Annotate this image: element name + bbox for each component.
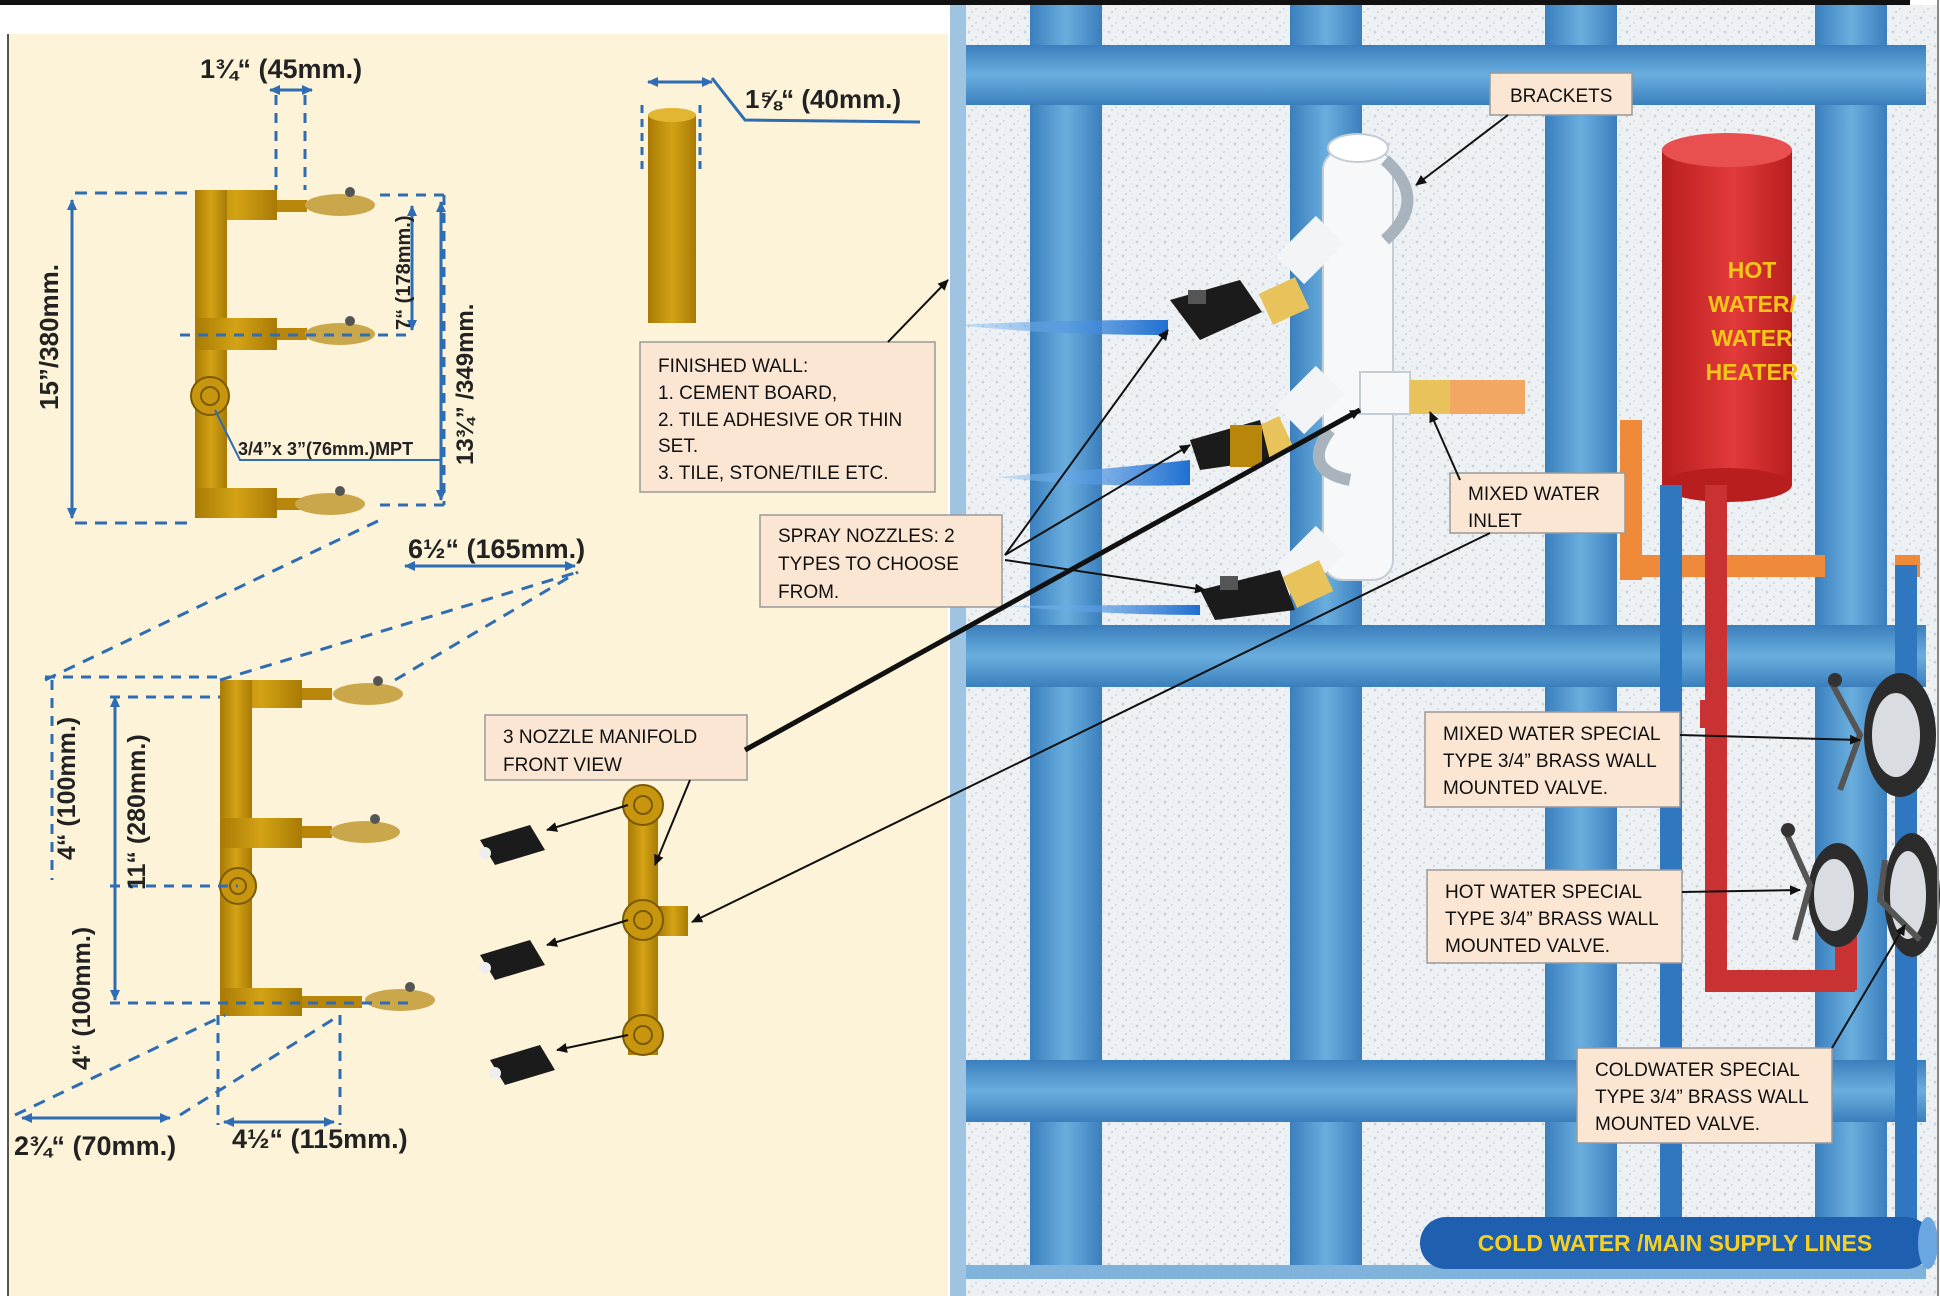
spray-nozzles-line-3: FROM. (778, 582, 839, 603)
finished-wall-line-4: SET. (658, 436, 698, 457)
side-nozzle-2 (277, 316, 375, 345)
dim-inner-height: 13¾” /349mm. (452, 304, 479, 465)
wall-valves (1781, 673, 1940, 957)
nozzle-bottom (1200, 570, 1295, 620)
mixed-pipe-vertical (1620, 420, 1642, 580)
front-nozzle-icons (479, 825, 555, 1085)
cold-valve (1876, 833, 1940, 957)
cold-supply-label: COLD WATER /MAIN SUPPLY LINES (1478, 1230, 1872, 1256)
dim-width-bottom: 4½“ (115mm.) (232, 1124, 408, 1154)
water-heater: HOT WATER/ WATER HEATER (1662, 133, 1799, 502)
dimension-texts: 1¾“ (45mm.) 1⅝“ (40mm.) 15”/380mm. 7“ (1… (14, 54, 901, 1161)
mixed-valve-line-1: MIXED WATER SPECIAL (1443, 724, 1660, 745)
hot-valve-line-1: HOT WATER SPECIAL (1445, 882, 1642, 903)
side-nozzle-3 (277, 486, 365, 515)
brackets-label: BRACKETS (1510, 86, 1612, 107)
dim-top-width: 1¾“ (45mm.) (200, 54, 362, 84)
dim-total-height: 15”/380mm. (34, 264, 64, 410)
hot-pipe (1705, 485, 1727, 990)
finished-wall-line-3: 2. TILE ADHESIVE OR THIN (658, 410, 902, 431)
dim-span-280: 11“ (280mm.) (123, 734, 151, 890)
front-nozzle-2 (479, 940, 545, 980)
callout-spray-nozzles: SPRAY NOZZLES: 2 TYPES TO CHOOSE FROM. (759, 514, 1003, 608)
callout-cold-valve: COLDWATER SPECIAL TYPE 3/4” BRASS WALL M… (1576, 1047, 1833, 1144)
heater-label-line-2: WATER/ (1708, 291, 1796, 317)
mixed-valve-line-3: MOUNTED VALVE. (1443, 778, 1608, 799)
front-nozzle-1 (479, 825, 545, 865)
cold-valve-line-2: TYPE 3/4” BRASS WALL (1595, 1087, 1809, 1108)
middle-rail (966, 625, 1926, 687)
side-nozzle-1 (277, 187, 375, 216)
finished-wall-line-2: 1. CEMENT BOARD, (658, 383, 837, 404)
nozzle-top (1170, 280, 1262, 340)
callout-mixed-inlet: MIXED WATER INLET (1449, 472, 1626, 534)
heater-label-line-1: HOT (1728, 257, 1777, 283)
dimension-lines-top (67, 85, 446, 525)
heater-label-line-4: HEATER (1706, 359, 1799, 385)
lower-side-manifold (219, 676, 435, 1016)
manifold-front-line-1: 3 NOZZLE MANIFOLD (503, 727, 697, 748)
dim-pipe-width: 1⅝“ (40mm.) (745, 84, 901, 114)
finished-wall-line-5: 3. TILE, STONE/TILE ETC. (658, 463, 889, 484)
pipe-section (640, 77, 921, 323)
leader-arrows (546, 114, 1906, 1053)
dim-depth-bottom: 2¾“ (70mm.) (14, 1131, 176, 1161)
finished-wall-line-1: FINISHED WALL: (658, 356, 808, 377)
lower-nozzle-2 (302, 814, 400, 843)
dim-offset-lower: 4“ (100mm.) (68, 927, 96, 1070)
mixed-inlet-line-2: INLET (1468, 511, 1522, 532)
front-view-manifold (622, 784, 688, 1056)
callout-manifold-front: 3 NOZZLE MANIFOLD FRONT VIEW (484, 714, 748, 781)
callout-hot-valve: HOT WATER SPECIAL TYPE 3/4” BRASS WALL M… (1426, 869, 1683, 964)
dim-offset-upper: 4“ (100mm.) (53, 717, 81, 860)
mixed-valve-line-2: TYPE 3/4” BRASS WALL (1443, 751, 1657, 772)
lower-nozzle-1 (302, 676, 403, 705)
cold-valve-line-1: COLDWATER SPECIAL (1595, 1060, 1800, 1081)
hot-valve-line-2: TYPE 3/4” BRASS WALL (1445, 909, 1659, 930)
wall-nozzles (1170, 277, 1334, 620)
left-panel (8, 34, 948, 1296)
callout-finished-wall: FINISHED WALL: 1. CEMENT BOARD, 2. TILE … (639, 341, 936, 493)
side-view-manifold (190, 187, 375, 518)
mixed-inlet-line-1: MIXED WATER (1468, 484, 1600, 505)
hot-valve-line-3: MOUNTED VALVE. (1445, 936, 1610, 957)
bracket-upper (1380, 155, 1414, 245)
water-sprays (955, 320, 1200, 615)
dim-nozzle-span: 7“ (178mm.) (393, 216, 415, 331)
cold-valve-line-3: MOUNTED VALVE. (1595, 1114, 1760, 1135)
front-nozzle-3 (489, 1045, 555, 1085)
callout-brackets: BRACKETS (1489, 72, 1633, 116)
dimension-lines-lower (14, 518, 579, 1127)
top-plate (966, 45, 1926, 105)
mixed-valve (1827, 673, 1936, 797)
nozzle-middle (1190, 420, 1270, 470)
wall-manifold (1275, 133, 1525, 595)
bracket-lower (1312, 426, 1352, 486)
spray-nozzles-line-2: TYPES TO CHOOSE (778, 554, 959, 575)
top-border (0, 0, 1910, 5)
dim-depth-top: 6½“ (165mm.) (408, 534, 585, 564)
inlet-tee (1359, 371, 1411, 415)
manifold-front-line-2: FRONT VIEW (503, 755, 622, 776)
callout-mixed-valve: MIXED WATER SPECIAL TYPE 3/4” BRASS WALL… (1424, 711, 1681, 808)
manifold-body (1322, 149, 1394, 581)
cold-supply-bar: COLD WATER /MAIN SUPPLY LINES (1420, 1217, 1938, 1269)
spray-nozzles-line-1: SPRAY NOZZLES: 2 (778, 526, 955, 547)
lower-nozzle-3 (302, 982, 435, 1011)
heater-label-line-3: WATER (1711, 325, 1793, 351)
dim-inlet-thread: 3/4”x 3”(76mm.)MPT (238, 439, 413, 459)
hot-valve (1781, 823, 1868, 947)
